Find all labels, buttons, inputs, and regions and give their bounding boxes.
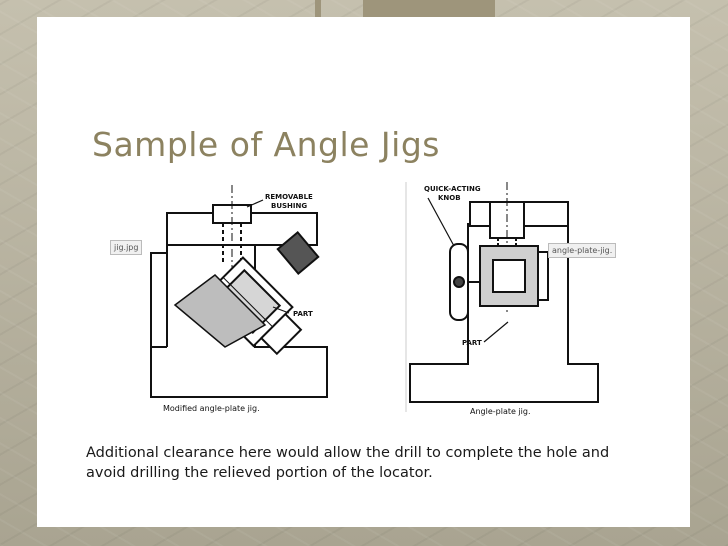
jig-thumb-label: jig.jpg [114, 243, 139, 252]
accent-bar-right [363, 0, 495, 17]
label-knob: KNOB [438, 194, 461, 202]
left-figure-caption: Modified angle-plate jig. [163, 404, 260, 413]
angle-plate-thumb-label: angle-plate-jig. [552, 246, 613, 255]
label-part-left: PART [293, 310, 313, 318]
angle-plate-jig-thumbnail: angle-plate-jig. [548, 243, 617, 258]
label-bushing: BUSHING [271, 202, 307, 210]
jig-image-thumbnail: jig.jpg [110, 240, 143, 255]
slide-title: Sample of Angle Jigs [92, 125, 440, 164]
slide-caption: Additional clearance here would allow th… [86, 445, 610, 481]
accent-bar-left [315, 0, 321, 17]
slide-canvas [37, 17, 690, 527]
label-part-right: PART [462, 339, 482, 347]
right-figure-caption: Angle-plate jig. [470, 407, 531, 416]
label-quick-acting: QUICK-ACTING [424, 185, 481, 193]
modified-angle-plate-jig-figure: REMOVABLE BUSHING PART Modified angle-pl… [150, 185, 328, 413]
angle-plate-jig-figure: QUICK-ACTING KNOB PART Angle-plate jig. [405, 182, 599, 416]
label-removable: REMOVABLE [265, 193, 313, 201]
